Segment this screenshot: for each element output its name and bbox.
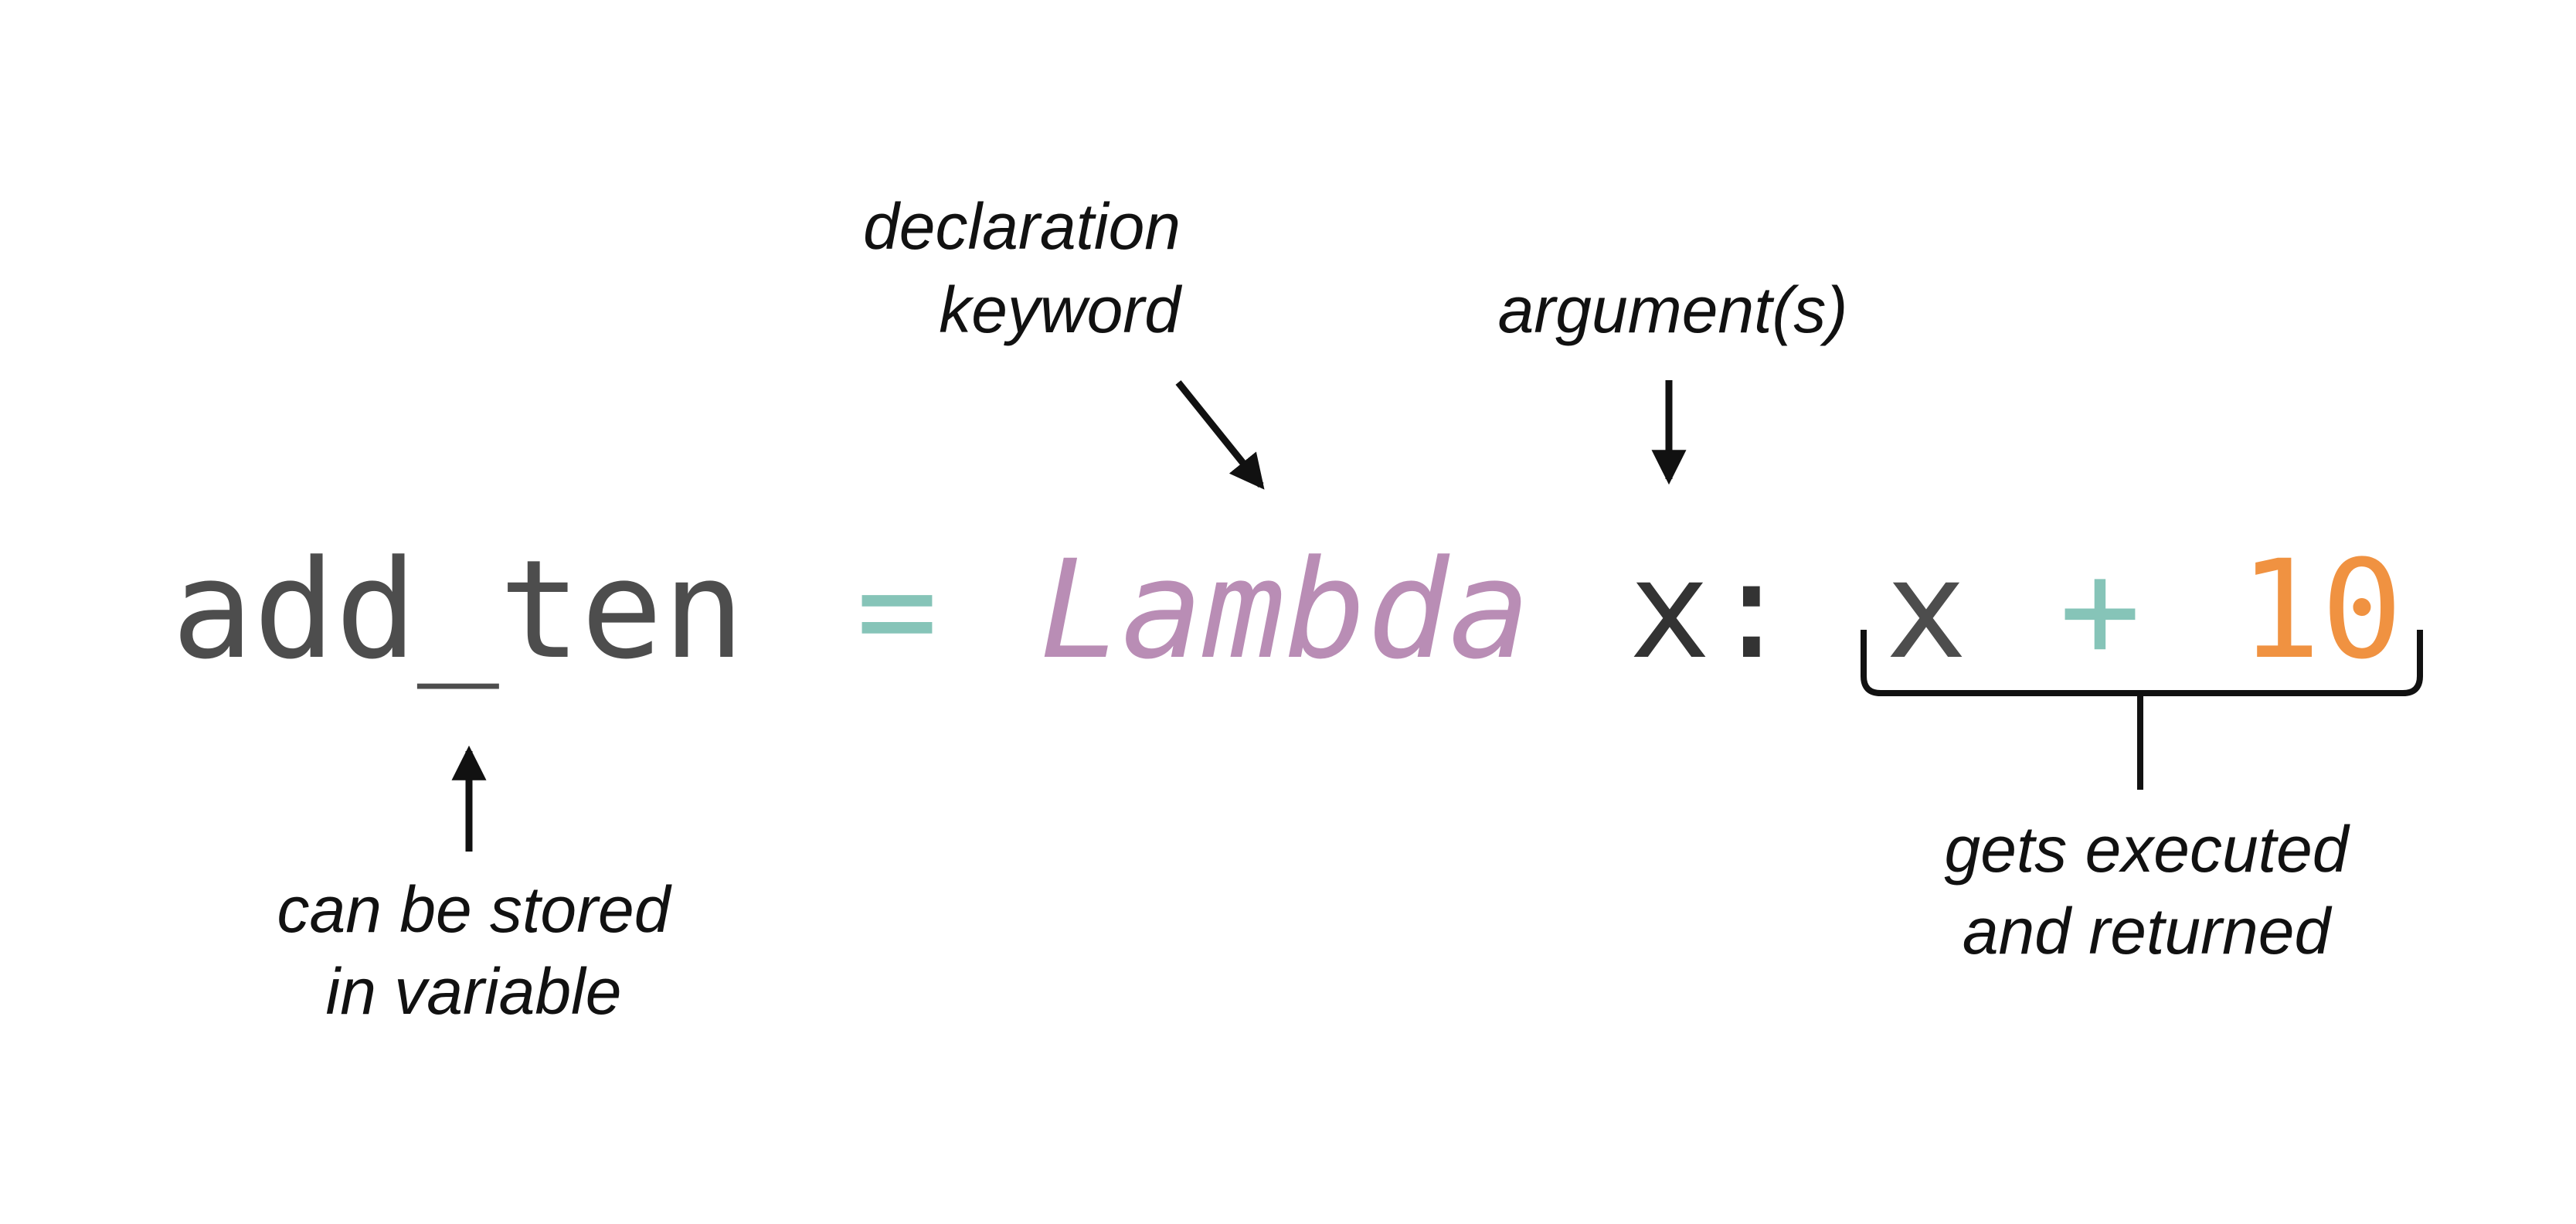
variable-name: add_ten — [172, 531, 745, 689]
number-literal: 10 — [2239, 531, 2403, 689]
keyword-label-line1: declaration — [863, 190, 1181, 263]
plus-operator: + — [2059, 531, 2141, 689]
argument-token: x: — [1629, 531, 1793, 689]
assign-operator: = — [856, 531, 938, 689]
body-label-line2: and returned — [1963, 895, 2333, 967]
body-label-line1: gets executed — [1944, 813, 2350, 886]
keyword-arrow — [1175, 380, 1265, 490]
variable-label-line2: in variable — [326, 955, 622, 1028]
lambda-keyword: Lambda — [1039, 531, 1531, 689]
body-variable: x — [1885, 531, 1967, 689]
variable-label-line1: can be stored — [277, 873, 671, 946]
argument-label: argument(s) — [1498, 274, 1848, 346]
keyword-label-line2: keyword — [939, 274, 1182, 346]
